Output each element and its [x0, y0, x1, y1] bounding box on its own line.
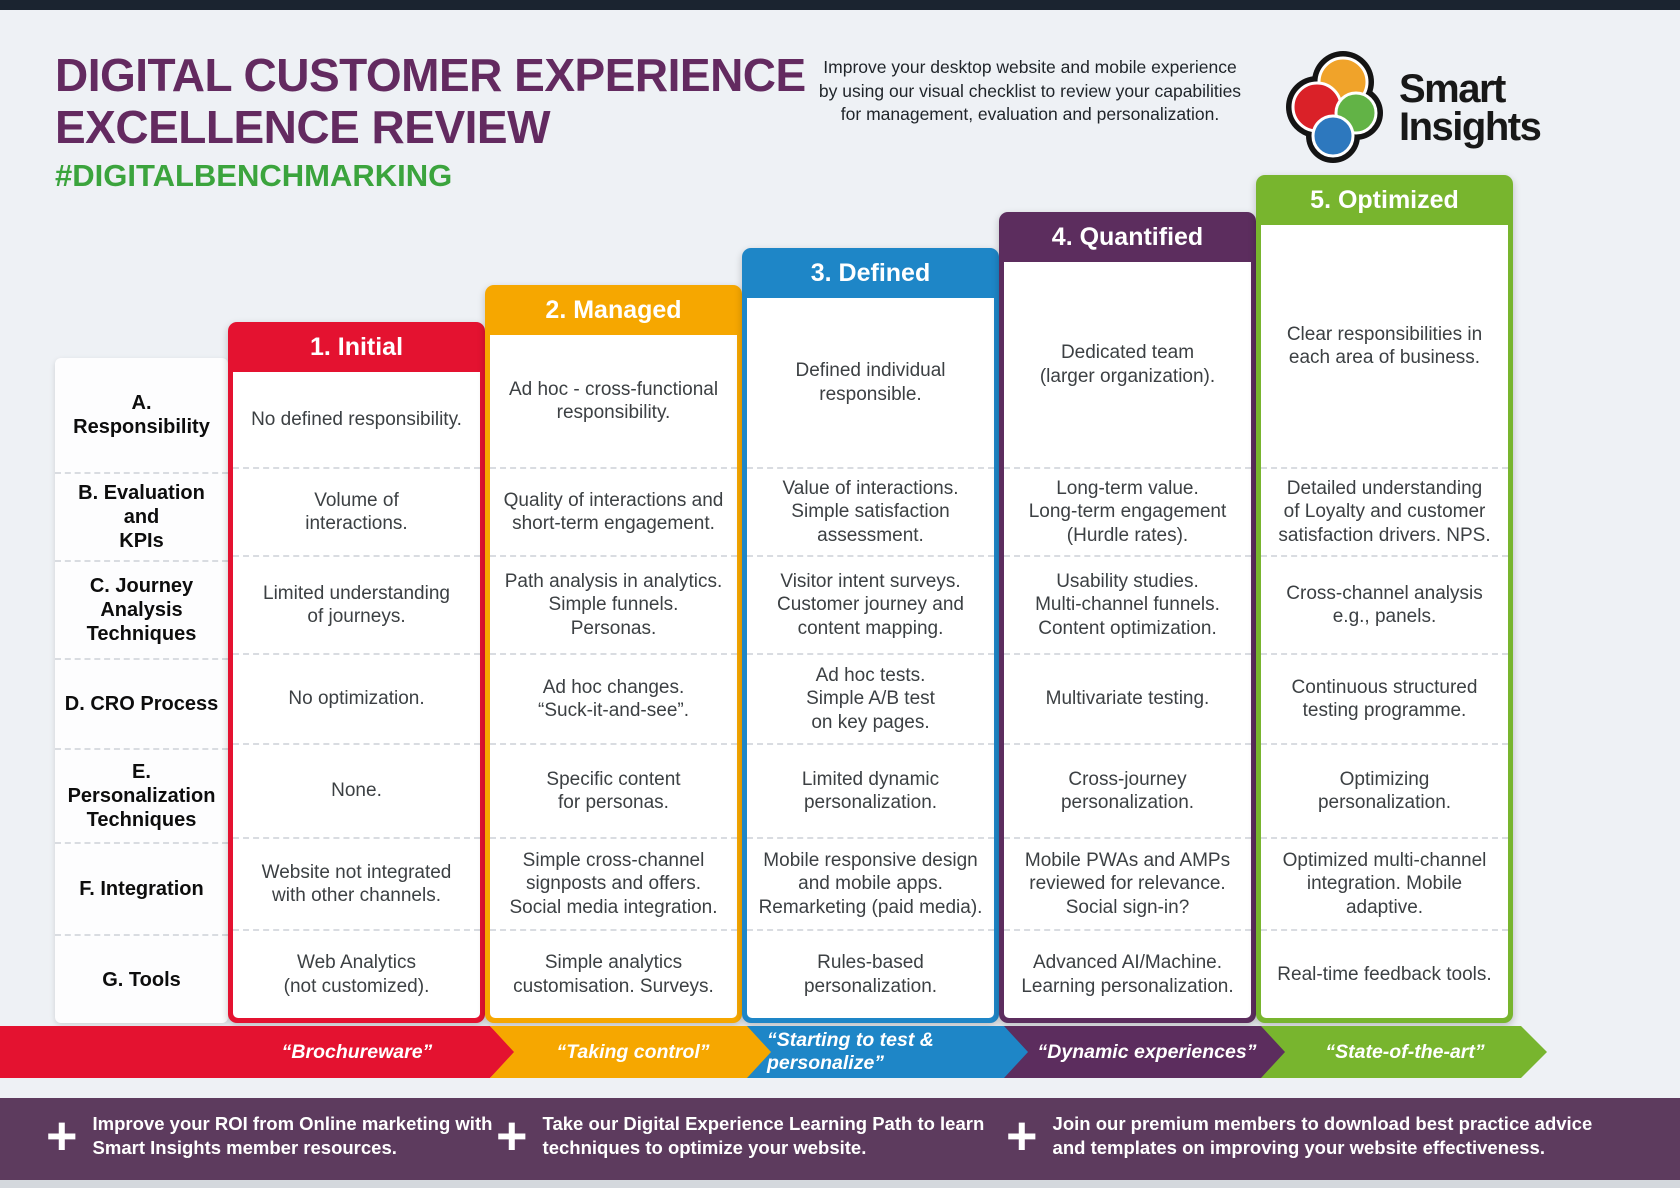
matrix-cell: Web Analytics (not customized).	[233, 929, 480, 1018]
column-header-managed: 2. Managed	[545, 295, 682, 324]
footer-item-premium-members: + Join our premium members to download b…	[1006, 1105, 1593, 1166]
footer-item-member-resources: + Improve your ROI from Online marketing…	[46, 1105, 493, 1166]
plus-icon: +	[1006, 1105, 1038, 1166]
matrix-cell: Long-term value. Long-term engagement (H…	[1004, 467, 1251, 555]
matrix-cell: Simple analytics customisation. Surveys.	[490, 929, 737, 1018]
row-label-responsibility: A. Responsibility	[73, 392, 210, 438]
stage-quote-banner-defined: “Starting to test & personalize”	[747, 1026, 1031, 1078]
matrix-cell: Value of interactions. Simple satisfacti…	[747, 467, 994, 555]
row-label-journey-analysis: C. Journey Analysis Techniques	[55, 560, 228, 658]
matrix-cell: Volume of interactions.	[233, 467, 480, 555]
column-body: Defined individual responsible. Value of…	[747, 298, 994, 1018]
matrix-cell: Detailed understanding of Loyalty and cu…	[1261, 467, 1508, 555]
footer-item-text: Improve your ROI from Online marketing w…	[92, 1113, 493, 1159]
matrix-cell: Ad hoc - cross-functional responsibility…	[508, 378, 719, 423]
matrix-cell: Path analysis in analytics. Simple funne…	[490, 555, 737, 653]
matrix-cell: Optimized multi-channel integration. Mob…	[1261, 837, 1508, 929]
matrix-cell: Quality of interactions and short-term e…	[490, 467, 737, 555]
logo-wordmark: Smart Insights	[1399, 66, 1542, 149]
matrix-cell: Limited understanding of journeys.	[233, 555, 480, 653]
column-initial: 1. Initial No defined responsibility. Vo…	[228, 322, 485, 1023]
bottom-edge-bar	[0, 1180, 1680, 1188]
row-label-personalization: E. Personalization Techniques	[55, 748, 228, 842]
plus-icon: +	[46, 1105, 78, 1166]
matrix-cell: Dedicated team (larger organization).	[1039, 342, 1216, 387]
row-labels-panel: A. Responsibility B. Evaluation and KPIs…	[55, 358, 228, 1023]
matrix-cell: No optimization.	[233, 653, 480, 743]
column-quantified: 4. Quantified Dedicated team (larger org…	[999, 212, 1256, 1023]
matrix-cell: Real-time feedback tools.	[1261, 929, 1508, 1018]
stage-quote-banner-quantified: “Dynamic experiences”	[1004, 1026, 1288, 1078]
matrix-cell: Ad hoc changes. “Suck-it-and-see”.	[490, 653, 737, 743]
column-body: Ad hoc - cross-functional responsibility…	[490, 335, 737, 1018]
row-label-integration: F. Integration	[55, 842, 228, 934]
footer-item-text: Take our Digital Experience Learning Pat…	[542, 1113, 985, 1159]
matrix-cell: Advanced AI/Machine. Learning personaliz…	[1004, 929, 1251, 1018]
column-body: No defined responsibility. Volume of int…	[233, 372, 480, 1018]
matrix-cell: None.	[233, 743, 480, 837]
matrix-cell: Limited dynamic personalization.	[747, 743, 994, 837]
row-label-evaluation-kpis: B. Evaluation and KPIs	[55, 472, 228, 560]
column-header-defined: 3. Defined	[810, 258, 931, 287]
matrix-cell: Visitor intent surveys. Customer journey…	[747, 555, 994, 653]
matrix-cell: Rules-based personalization.	[747, 929, 994, 1018]
matrix-cell: Defined individual responsible.	[795, 360, 946, 405]
matrix-cell: Continuous structured testing programme.	[1261, 653, 1508, 743]
footer-item-text: Join our premium members to download bes…	[1052, 1113, 1593, 1159]
matrix-cell: Optimizing personalization.	[1261, 743, 1508, 837]
hashtag-label: #DIGITALBENCHMARKING	[55, 158, 453, 193]
page-title: DIGITAL CUSTOMER EXPERIENCE EXCELLENCE R…	[55, 49, 806, 153]
column-defined: 3. Defined Defined individual responsibl…	[742, 248, 999, 1023]
stage-quote-banner-initial: “Brochureware”	[0, 1026, 516, 1078]
matrix-cell: No defined responsibility.	[251, 408, 462, 430]
stage-quote-banner-managed: “Taking control”	[490, 1026, 774, 1078]
matrix-cell: Clear responsibilities in each area of b…	[1286, 323, 1483, 368]
row-label-tools: G. Tools	[55, 934, 228, 1023]
column-body: Clear responsibilities in each area of b…	[1261, 225, 1508, 1018]
intro-text: Improve your desktop website and mobile …	[818, 57, 1242, 125]
matrix-cell: Usability studies. Multi-channel funnels…	[1004, 555, 1251, 653]
footer-bar: + Improve your ROI from Online marketing…	[0, 1098, 1680, 1180]
stage-quote-banner-optimized: “State-of-the-art”	[1261, 1026, 1547, 1078]
matrix-cell: Specific content for personas.	[490, 743, 737, 837]
column-header-initial: 1. Initial	[309, 332, 404, 361]
column-body: Dedicated team (larger organization). Lo…	[1004, 262, 1251, 1018]
column-managed: 2. Managed Ad hoc - cross-functional res…	[485, 285, 742, 1023]
smart-insights-logo: Smart Insights	[1280, 46, 1542, 169]
plus-icon: +	[496, 1105, 528, 1166]
matrix-cell: Mobile responsive design and mobile apps…	[747, 837, 994, 929]
matrix-cell: Cross-channel analysis e.g., panels.	[1261, 555, 1508, 653]
matrix-cell: Mobile PWAs and AMPs reviewed for releva…	[1004, 837, 1251, 929]
column-header-quantified: 4. Quantified	[1051, 222, 1204, 251]
column-optimized: 5. Optimized Clear responsibilities in e…	[1256, 175, 1513, 1023]
matrix-cell: Multivariate testing.	[1004, 653, 1251, 743]
matrix-cell: Simple cross-channel signposts and offer…	[490, 837, 737, 929]
top-edge-bar	[0, 0, 1680, 10]
smart-insights-logo-icon	[1280, 46, 1395, 169]
matrix-cell: Website not integrated with other channe…	[233, 837, 480, 929]
footer-item-learning-path: + Take our Digital Experience Learning P…	[496, 1105, 985, 1166]
column-header-optimized: 5. Optimized	[1310, 185, 1459, 214]
matrix-cell: Cross-journey personalization.	[1004, 743, 1251, 837]
matrix-cell: Ad hoc tests. Simple A/B test on key pag…	[747, 653, 994, 743]
row-label-cro-process: D. CRO Process	[55, 658, 228, 748]
